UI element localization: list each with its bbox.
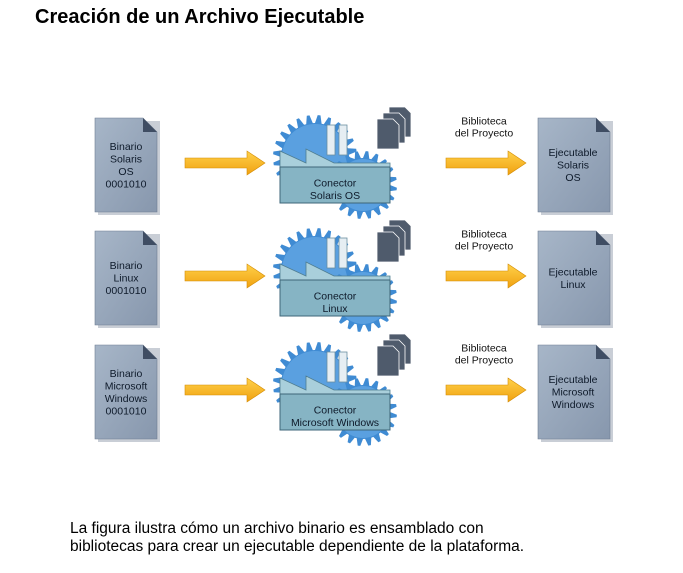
document-body [94,344,158,440]
document-body [537,230,611,326]
document-body [537,344,611,440]
document-body [94,230,158,326]
library-label-line-2: del Proyecto [455,127,514,139]
caption: La figura ilustra cómo un archivo binari… [70,520,670,556]
arrow-to-executable [445,263,527,289]
connector-factory-icon [273,219,412,332]
library-label-line-2: del Proyecto [455,240,514,252]
binary-document [94,117,160,215]
library-document-icon [376,345,400,377]
arrow-to-executable [445,150,527,176]
factory-front [279,166,391,204]
library-label-line-1: Biblioteca [461,342,507,354]
executable-label-line-1: Ejecutable [548,147,597,159]
document-fold [596,345,610,359]
binary-label-line-1: Binario [110,260,143,272]
executable-label-line-2: Linux [560,279,586,291]
arrow-shape [445,263,527,289]
connector-label-line-2: Microsoft Windows [291,417,379,429]
binary-document [94,344,160,442]
arrow-to-connector [184,150,266,176]
executable-label-line-2: Solaris [557,160,589,172]
library-document-icon [376,231,400,263]
chimney [338,351,348,383]
executable-label-line-1: Ejecutable [548,374,597,386]
executable-label-line-2: Microsoft [552,387,595,399]
chimney [326,351,336,383]
binary-label-line-2: Linux [113,273,139,285]
connector-label-line-1: Conector [314,404,357,416]
executable-label-line-3: OS [565,172,580,184]
chimney [326,124,336,156]
factory-front [279,393,391,431]
connector-factory-icon [273,333,412,446]
chimney [338,124,348,156]
document-fold [596,118,610,132]
executable-document [537,117,613,215]
library-document-icon [376,118,400,150]
arrow-to-executable [445,377,527,403]
library-label-line-2: del Proyecto [455,354,514,366]
page-title: Creación de un Archivo Ejecutable [35,6,365,28]
connector-factory-icon [273,106,412,219]
binary-label-line-1: Binario [110,368,143,380]
library-label-line-1: Biblioteca [461,115,507,127]
document-fold [143,118,157,132]
binary-label-line-4: 0001010 [106,405,147,417]
binary-label-line-1: Binario [110,141,143,153]
arrow-to-connector [184,263,266,289]
chimney [326,237,336,269]
arrow-shape [184,377,266,403]
binary-label-line-3: OS [118,166,133,178]
chimney [338,237,348,269]
factory-roof [279,375,391,395]
factory-roof [279,148,391,168]
binary-label-line-4: 0001010 [106,178,147,190]
binary-document [94,230,160,328]
caption-line-2: bibliotecas para crear un ejecutable dep… [70,538,525,555]
executable-label-line-3: Windows [552,399,595,411]
binary-label-line-3: Windows [105,393,148,405]
executable-document [537,230,613,328]
connector-label-line-1: Conector [314,177,357,189]
arrow-shape [184,263,266,289]
binary-label-line-2: Microsoft [105,380,148,392]
document-fold [596,231,610,245]
caption-line-1: La figura ilustra cómo un archivo binari… [70,520,484,537]
factory-roof [279,261,391,281]
library-label-line-1: Biblioteca [461,228,507,240]
arrow-shape [445,150,527,176]
connector-label-line-2: Solaris OS [310,190,360,202]
binary-label-line-3: 0001010 [106,285,147,297]
document-body [94,117,158,213]
binary-label-line-2: Solaris [110,153,142,165]
connector-label-line-2: Linux [322,303,348,315]
arrow-shape [445,377,527,403]
document-fold [143,231,157,245]
arrow-shape [184,150,266,176]
executable-label-line-1: Ejecutable [548,266,597,278]
executable-document [537,344,613,442]
factory-front [279,279,391,317]
arrow-to-connector [184,377,266,403]
connector-label-line-1: Conector [314,290,357,302]
document-fold [143,345,157,359]
document-body [537,117,611,213]
